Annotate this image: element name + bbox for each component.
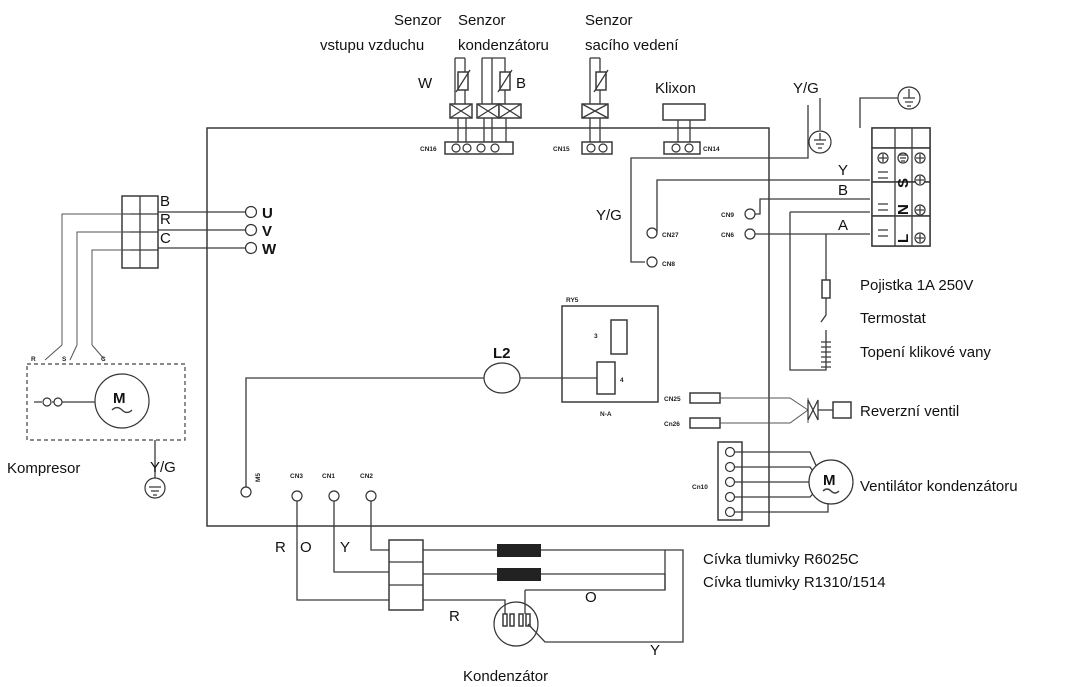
svg-text:B: B: [160, 193, 170, 210]
cn6-label: CN6: [721, 232, 734, 239]
svg-text:CN2: CN2: [360, 473, 373, 480]
svg-text:O: O: [585, 589, 597, 606]
cn15-label: CN15: [553, 146, 570, 153]
svg-text:CN3: CN3: [290, 473, 303, 480]
valve-coil-icon: [832, 401, 852, 419]
heater-label: Topení klikové vany: [860, 344, 991, 361]
svg-text:V: V: [262, 223, 272, 240]
svg-text:S: S: [62, 356, 67, 363]
svg-text:R: R: [449, 608, 460, 625]
fan-motor-symbol: M: [823, 472, 836, 489]
choke-terminal: [388, 539, 424, 611]
cn27-label: CN27: [662, 232, 679, 239]
fuse-icon: [821, 279, 831, 299]
cn9-label: CN9: [721, 212, 734, 219]
choke-coil-2: [497, 568, 541, 581]
fan-motor-icon: [808, 459, 854, 505]
ground-icon: [144, 477, 166, 499]
m5-label: M5: [255, 473, 262, 482]
sensor-suction-title-1: Senzor: [585, 12, 633, 29]
pcb-board: [206, 127, 770, 527]
terminal-s: S: [895, 178, 912, 188]
svg-text:C: C: [101, 356, 106, 363]
sensor-group: Senzor vstupu vzduchu Senzor kondenzátor…: [320, 12, 720, 155]
connector-cn14: [663, 141, 701, 155]
svg-text:C: C: [160, 230, 171, 247]
sensor-cond-title-1: Senzor: [458, 12, 506, 29]
compressor-label: Kompresor: [7, 460, 80, 477]
term-y-label: Y: [838, 162, 848, 179]
reversing-valve-label: Reverzní ventil: [860, 403, 959, 420]
klixon-label: Klixon: [655, 80, 696, 97]
relay-ry5: RY5 3 4 N-A: [561, 297, 659, 418]
wire-label-w: W: [418, 75, 433, 92]
yg-left-label: Y/G: [596, 207, 622, 224]
sensor-suction-title-2: sacího vedení: [585, 37, 679, 54]
capacitor-icon: [493, 601, 539, 647]
compressor-motor-symbol: M: [113, 390, 126, 407]
cn10-label: Cn10: [692, 484, 708, 491]
svg-text:R: R: [31, 356, 36, 363]
wire-label-b: B: [516, 75, 526, 92]
ground-top: Y/G Y/G: [596, 80, 832, 263]
terminal-l: L: [895, 234, 912, 243]
choke1-label: Cívka tlumivky R6025C: [703, 551, 859, 568]
svg-text:3: 3: [594, 333, 598, 340]
terminal-n: N: [895, 204, 912, 215]
condenser-fan-label: Ventilátor kondenzátoru: [860, 478, 1018, 495]
ground-icon: [808, 130, 832, 154]
compressor-terminal: B R C U V W R S C: [31, 193, 277, 363]
sensor-air-title-2: vstupu vzduchu: [320, 37, 424, 54]
inductor-l2: [483, 362, 521, 394]
mains-terminal-block: S N L: [871, 127, 931, 247]
svg-text:R: R: [275, 539, 286, 556]
fuse-label: Pojistka 1A 250V: [860, 277, 973, 294]
klixon-icon: [662, 103, 706, 121]
cn8-label: CN8: [662, 261, 675, 268]
thermostat-label: Termostat: [860, 310, 927, 327]
svg-text:CN1: CN1: [322, 473, 335, 480]
svg-text:U: U: [262, 205, 273, 222]
yg-comp-label: Y/G: [150, 459, 176, 476]
svg-text:Y: Y: [650, 642, 660, 659]
compressor-motor-icon: [94, 373, 150, 429]
sensor-air-title-1: Senzor: [394, 12, 442, 29]
cn25-label: CN25: [664, 396, 681, 403]
cn26-label: Cn26: [664, 421, 680, 428]
cn14-label: CN14: [703, 146, 720, 153]
svg-text:4: 4: [620, 377, 624, 384]
yg-top-label: Y/G: [793, 80, 819, 97]
sensor-cond-title-2: kondenzátoru: [458, 37, 549, 54]
term-a-label: A: [838, 217, 848, 234]
choke-coil-1: [497, 544, 541, 557]
svg-text:W: W: [262, 241, 277, 258]
compressor-box: [26, 363, 186, 441]
l2-label: L2: [493, 345, 511, 362]
rys-label: RY5: [566, 297, 579, 304]
cn16-label: CN16: [420, 146, 437, 153]
svg-text:O: O: [300, 539, 312, 556]
svg-text:N-A: N-A: [600, 411, 612, 418]
svg-text:Y: Y: [340, 539, 350, 556]
capacitor-label: Kondenzátor: [463, 668, 548, 685]
choke2-label: Cívka tlumivky R1310/1514: [703, 574, 886, 591]
svg-text:R: R: [160, 211, 171, 228]
term-b-label: B: [838, 182, 848, 199]
